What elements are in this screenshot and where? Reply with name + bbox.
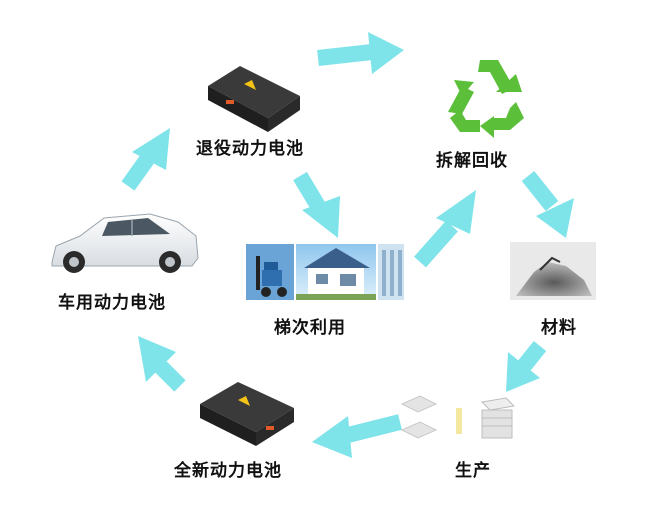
arrow-production-to-new (312, 414, 402, 458)
node-material: 材料 (541, 318, 577, 338)
arrow-material-to-production (506, 341, 547, 392)
node-production: 生产 (455, 461, 491, 481)
arrow-retired-to-cascade (293, 171, 340, 238)
node-retired-battery: 退役动力电池 (196, 139, 304, 159)
arrow-new-to-vehicle (138, 336, 186, 392)
node-cascade-use: 梯次利用 (274, 318, 346, 338)
arrow-cascade-to-recycle (414, 190, 476, 268)
battery-pack-icon (200, 382, 294, 446)
node-dismantle-recycle: 拆解回收 (436, 151, 508, 171)
material-powder-icon (510, 242, 596, 300)
recycle-icon (448, 60, 524, 138)
cycle-arrows (121, 32, 574, 458)
arrow-vehicle-to-retired (121, 128, 170, 191)
forklift-house-building-icon (246, 244, 404, 300)
battery-pack-icon (208, 66, 300, 132)
production-cells-icon (400, 395, 516, 439)
suv-car-icon (51, 213, 199, 273)
node-new-battery: 全新动力电池 (174, 461, 282, 481)
node-vehicle-battery: 车用动力电池 (58, 293, 166, 313)
arrow-retired-to-recycle (317, 32, 404, 74)
arrow-recycle-to-material (521, 171, 574, 238)
